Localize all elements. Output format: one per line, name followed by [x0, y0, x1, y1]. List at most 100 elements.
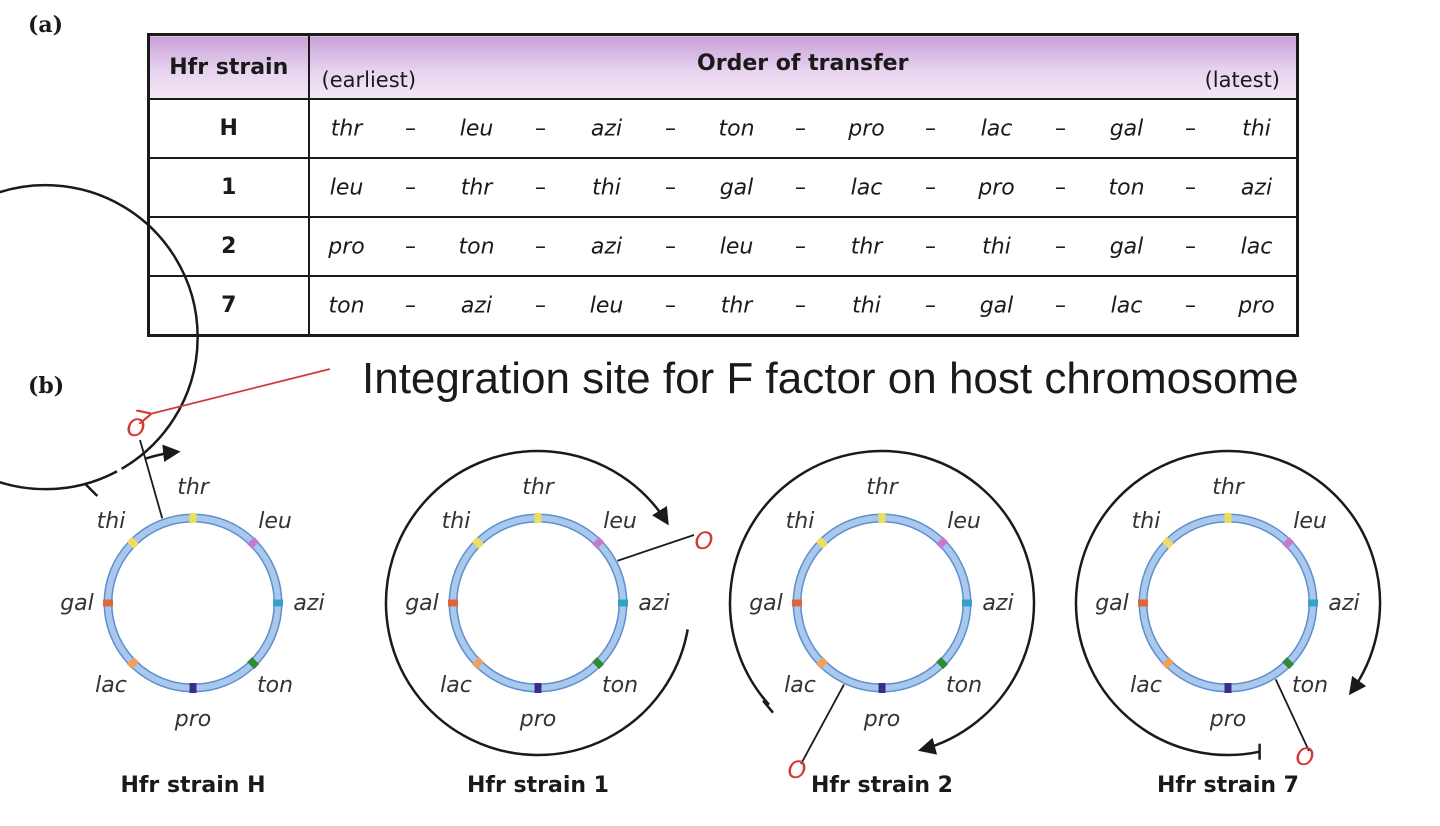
gene-ton: ton	[458, 234, 495, 259]
sequence-dash: –	[1055, 116, 1066, 141]
sequence-dash: –	[405, 175, 416, 200]
gene-ton: ton	[718, 116, 755, 141]
sequence-dash: –	[925, 234, 936, 259]
sequence-dash: –	[795, 234, 806, 259]
sequence-dash: –	[1185, 175, 1196, 200]
gene-label-pro: pro	[174, 707, 211, 732]
sequence-dash: –	[405, 116, 416, 141]
transfer-end-tick	[84, 483, 99, 497]
gene-marker-ton	[247, 657, 260, 670]
gene-marker-leu	[592, 536, 605, 549]
sequence-dash: –	[535, 293, 546, 318]
sequence-dash: –	[925, 293, 936, 318]
sequence-dash: –	[665, 175, 676, 200]
origin-connector	[800, 684, 845, 765]
gene-label-azi: azi	[293, 591, 324, 616]
origin-label: O	[127, 414, 146, 442]
gene-marker-lac	[126, 657, 139, 670]
gene-marker-lac	[471, 657, 484, 670]
gene-label-azi: azi	[982, 591, 1013, 616]
gene-thr: thr	[330, 116, 363, 141]
sequence-dash: –	[405, 234, 416, 259]
transfer-sequence-cell: thr–leu–azi–ton–pro–lac–gal–thi	[307, 98, 1299, 159]
strain-caption: Hfr strain H	[120, 773, 265, 798]
gene-label-thi: thi	[442, 509, 471, 534]
gene-azi: azi	[1240, 175, 1273, 200]
gene-label-thr: thr	[177, 475, 211, 500]
strain-cell: 1	[147, 157, 310, 218]
sequence-dash: –	[1055, 293, 1066, 318]
gene-label-thi: thi	[97, 509, 126, 534]
gene-label-ton: ton	[602, 673, 638, 698]
gene-pro: pro	[848, 116, 885, 141]
sequence-dash: –	[535, 116, 546, 141]
gene-label-leu: leu	[258, 509, 292, 534]
gene-gal: gal	[719, 175, 754, 200]
sequence-dash: –	[1185, 234, 1196, 259]
gene-label-ton: ton	[257, 673, 293, 698]
strain-caption: Hfr strain 7	[1157, 773, 1299, 798]
gene-gal: gal	[1109, 116, 1144, 141]
gene-thi: thi	[852, 293, 881, 318]
gene-azi: azi	[460, 293, 493, 318]
sequence-dash: –	[925, 116, 936, 141]
gene-label-thr: thr	[866, 475, 900, 500]
gene-marker-leu	[247, 536, 260, 549]
gene-label-leu: leu	[947, 509, 981, 534]
gene-label-gal: gal	[405, 591, 439, 616]
gene-lac: lac	[1240, 234, 1273, 259]
gene-lac: lac	[980, 116, 1013, 141]
gene-marker-leu	[1282, 536, 1295, 549]
gene-lac: lac	[850, 175, 883, 200]
gene-thr: thr	[720, 293, 753, 318]
transfer-order-table: Hfr strain (earliest) Order of transfer …	[147, 33, 1299, 337]
panel-b-label: (b)	[28, 373, 65, 399]
gene-thi: thi	[982, 234, 1011, 259]
transfer-arc	[0, 183, 199, 491]
gene-leu: leu	[589, 293, 624, 318]
sequence-dash: –	[925, 175, 936, 200]
gene-marker-ton	[936, 657, 949, 670]
strain-cell: 2	[147, 216, 310, 277]
order-title: Order of transfer	[697, 51, 909, 76]
transfer-arc	[384, 449, 689, 757]
latest-label: (latest)	[1204, 68, 1280, 92]
gene-marker-thi	[815, 536, 828, 549]
gene-leu: leu	[329, 175, 364, 200]
gene-azi: azi	[590, 116, 623, 141]
gene-lac: lac	[1110, 293, 1143, 318]
origin-label: O	[695, 527, 714, 555]
gene-label-lac: lac	[1130, 673, 1162, 698]
sequence-dash: –	[665, 116, 676, 141]
origin-connector	[1274, 678, 1310, 752]
gene-label-lac: lac	[440, 673, 472, 698]
gene-leu: leu	[459, 116, 494, 141]
integration-site-pointer-arrow	[150, 368, 331, 414]
gene-label-pro: pro	[519, 707, 556, 732]
sequence-dash: –	[535, 234, 546, 259]
gene-pro: pro	[978, 175, 1015, 200]
sequence-dash: –	[535, 175, 546, 200]
sequence-dash: –	[1055, 234, 1066, 259]
origin-connector	[139, 439, 164, 519]
origin-label: O	[788, 756, 807, 784]
gene-marker-thi	[471, 536, 484, 549]
gene-label-azi: azi	[638, 591, 669, 616]
transfer-end-tick	[762, 699, 775, 714]
gene-gal: gal	[979, 293, 1014, 318]
gene-label-pro: pro	[1209, 707, 1246, 732]
panel-a-label: (a)	[28, 12, 64, 38]
gene-label-ton: ton	[946, 673, 982, 698]
gene-label-gal: gal	[60, 591, 94, 616]
gene-thr: thr	[460, 175, 493, 200]
origin-connector	[617, 534, 695, 562]
gene-marker-thi	[126, 536, 139, 549]
gene-marker-lac	[815, 657, 828, 670]
